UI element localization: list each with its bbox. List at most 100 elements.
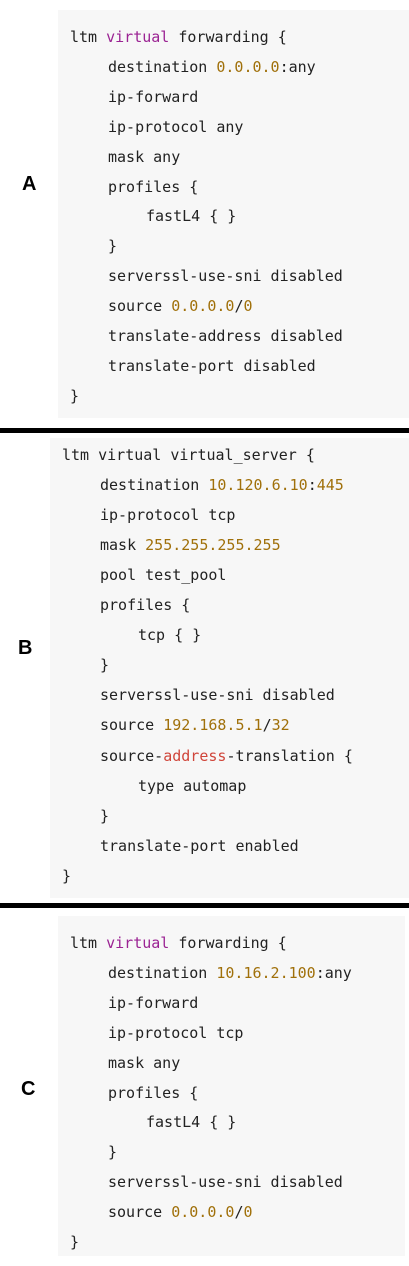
code-token: source <box>108 1203 172 1222</box>
code-line: mask 255.255.255.255 <box>100 536 281 554</box>
code-line: translate-port disabled <box>108 357 316 375</box>
code-line: destination 10.16.2.100:any <box>108 964 352 982</box>
code-token: destination <box>108 57 217 76</box>
code-line: ltm virtual forwarding { <box>70 28 287 46</box>
code-token: profiles { <box>100 596 191 615</box>
code-token: destination <box>108 963 217 982</box>
code-token: } <box>70 1233 80 1251</box>
panel-label: B <box>18 637 33 659</box>
code-token: virtual <box>106 934 170 952</box>
code-line: fastL4 { } <box>146 1113 236 1131</box>
code-token: 255.255.255.255 <box>145 536 281 555</box>
code-token: 0 <box>243 1203 253 1222</box>
code-token: pool test_pool <box>100 566 227 585</box>
code-token: 0.0.0.0 <box>171 1203 235 1222</box>
code-token: ip-protocol tcp <box>100 506 236 525</box>
code-line: type automap <box>138 777 246 795</box>
code-token: ltm <box>70 934 107 952</box>
code-token: serverssl-use-sni disabled <box>108 267 343 286</box>
code-token: } <box>108 237 118 256</box>
code-token: ltm virtual virtual_server { <box>62 446 315 464</box>
code-token: :any <box>279 57 316 76</box>
code-line: ltm virtual forwarding { <box>70 934 287 952</box>
code-token: mask any <box>108 147 181 166</box>
code-token: 0 <box>243 297 253 316</box>
code-line: tcp { } <box>138 626 201 644</box>
code-token: source <box>108 297 172 316</box>
code-token: 10.120.6.10 <box>208 476 308 495</box>
code-line: source 192.168.5.1/32 <box>100 716 290 734</box>
divider <box>0 428 409 433</box>
code-line: } <box>62 867 71 885</box>
code-token: type automap <box>138 776 247 795</box>
code-token: fastL4 { } <box>146 207 237 226</box>
code-token: forwarding { <box>169 28 287 46</box>
code-token: :any <box>315 963 352 982</box>
code-token: profiles { <box>108 1083 199 1102</box>
panel-label: A <box>22 173 37 195</box>
code-token: } <box>70 386 80 405</box>
code-line: translate-address disabled <box>108 327 343 345</box>
code-line: ip-protocol tcp <box>100 506 235 524</box>
code-line: translate-port enabled <box>100 837 299 855</box>
panel-b: B ltm virtual virtual_server { destinatio… <box>0 433 409 903</box>
code-line: fastL4 { } <box>146 207 236 225</box>
code-token: } <box>100 656 110 675</box>
code-token: 0.0.0.0 <box>171 297 235 316</box>
code-token: translate-address disabled <box>108 327 343 345</box>
code-token: serverssl-use-sni disabled <box>108 1173 343 1192</box>
code-token: mask any <box>108 1053 181 1072</box>
code-token: 0.0.0.0 <box>216 57 280 76</box>
divider <box>0 903 409 908</box>
code-line: } <box>100 656 109 674</box>
code-token: 10.16.2.100 <box>216 963 316 982</box>
code-token: : <box>307 476 317 495</box>
code-token: / <box>234 1203 244 1222</box>
code-token: 32 <box>271 716 290 735</box>
code-line: } <box>108 1143 117 1161</box>
code-line: mask any <box>108 1054 180 1072</box>
code-line: source 0.0.0.0/0 <box>108 1203 253 1221</box>
code-token: } <box>62 866 72 885</box>
code-token: ip-protocol any <box>108 117 244 136</box>
code-line: profiles { <box>108 178 198 196</box>
panel-label: C <box>21 1078 36 1100</box>
code-line: } <box>70 387 79 405</box>
code-token: source- <box>100 746 164 765</box>
code-line: ip-protocol any <box>108 118 243 136</box>
code-token: translate-port disabled <box>108 356 316 375</box>
code-line: source-address-translation { <box>100 747 353 765</box>
code-token: 192.168.5.1 <box>163 716 263 735</box>
code-line: ip-forward <box>108 88 198 106</box>
code-block: ltm virtual virtual_server { destination … <box>50 438 409 898</box>
code-line: } <box>100 807 109 825</box>
panel-a: A ltm virtual forwarding { destination 0.… <box>0 0 409 428</box>
code-token: forwarding { <box>169 934 287 952</box>
code-line: source 0.0.0.0/0 <box>108 297 253 315</box>
code-token: ip-forward <box>108 87 199 106</box>
code-line: serverssl-use-sni disabled <box>100 686 335 704</box>
code-line: profiles { <box>100 596 190 614</box>
code-token: source <box>100 716 164 735</box>
code-token: serverssl-use-sni disabled <box>100 686 335 705</box>
code-line: ltm virtual virtual_server { <box>62 446 315 464</box>
code-token: 445 <box>316 476 344 495</box>
code-token: } <box>100 806 110 825</box>
code-token: mask <box>100 536 146 555</box>
code-token: ip-protocol tcp <box>108 1023 244 1042</box>
code-token: / <box>262 716 272 735</box>
code-token: } <box>108 1143 118 1162</box>
code-token: fastL4 { } <box>146 1113 237 1132</box>
code-line: destination 10.120.6.10:445 <box>100 476 344 494</box>
code-line: } <box>108 237 117 255</box>
panel-c: C ltm virtual forwarding { destination 10… <box>0 908 409 1266</box>
code-line: mask any <box>108 148 180 166</box>
code-line: destination 0.0.0.0:any <box>108 58 316 76</box>
code-line: serverssl-use-sni disabled <box>108 267 343 285</box>
code-token: address <box>163 746 227 765</box>
code-line: } <box>70 1233 79 1251</box>
code-token: profiles { <box>108 177 199 196</box>
code-line: ip-forward <box>108 994 198 1012</box>
code-token: -translation { <box>226 746 353 765</box>
code-token: destination <box>100 476 209 495</box>
